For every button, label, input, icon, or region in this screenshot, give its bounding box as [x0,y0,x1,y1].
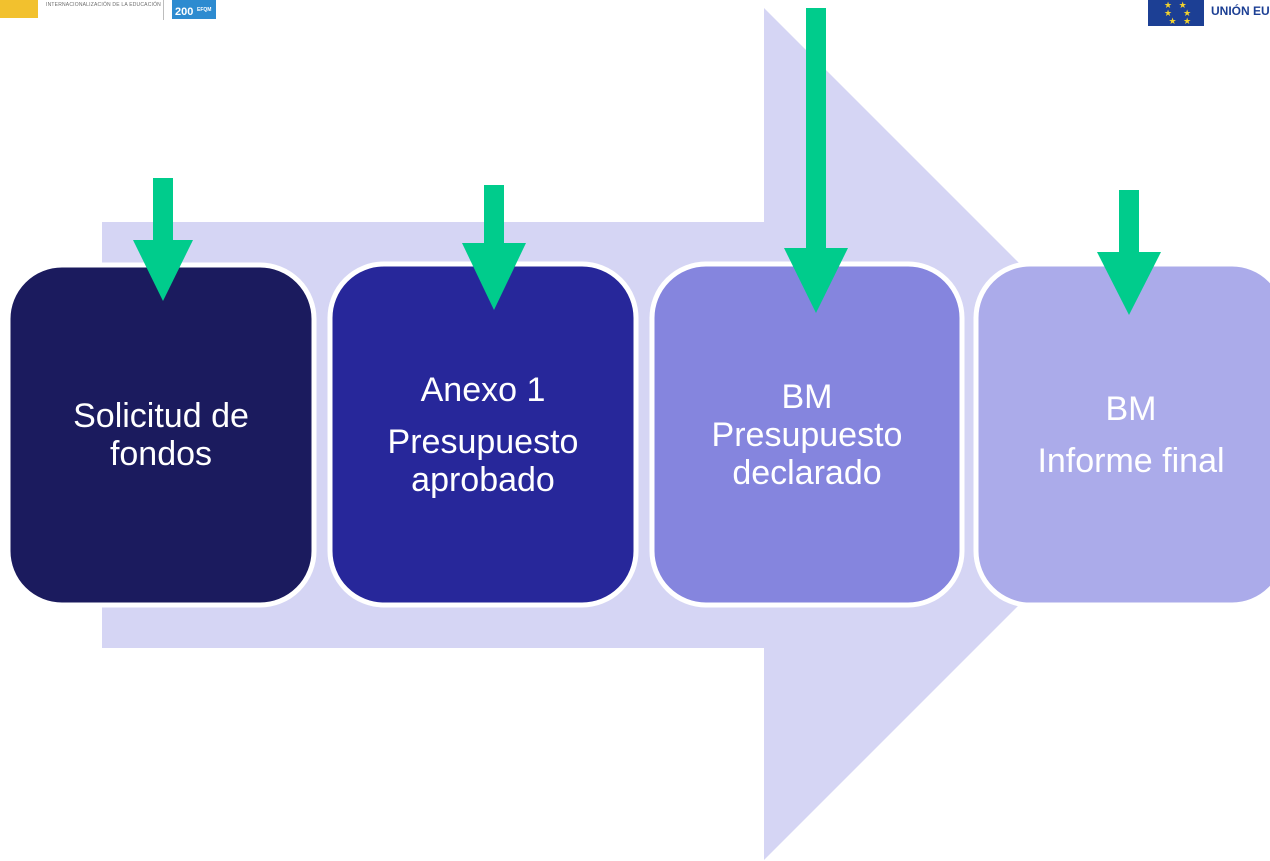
step-3-line-2: Presupuesto [711,415,903,454]
spain-flag-stripe [0,0,38,18]
down-arrow-marker-icon [133,178,193,301]
efqm-label: EFQM [197,7,212,13]
step-1-line-1: Solicitud de [73,397,249,435]
header-logo-left: INTERNACIONALIZACIÓN DE LA EDUCACIÓN 200… [0,0,240,24]
eu-label: UNIÓN EU [1211,4,1270,18]
down-arrow-marker-icon [462,185,526,310]
logo-separator [163,0,164,20]
process-flow-arrow [102,8,1190,860]
down-arrow-marker-icon [1097,190,1161,315]
step-2-line-3: aprobado [411,460,555,499]
step-2-line-1: Anexo 1 [420,370,546,409]
eu-flag-icon: ★ ★★ ★ ★ ★ [1148,0,1204,26]
header-logo-right: ★ ★★ ★ ★ ★ UNIÓN EU [1148,0,1270,26]
org-name-text: INTERNACIONALIZACIÓN DE LA EDUCACIÓN [46,2,161,8]
step-4-line-2: Informe final [1037,441,1225,480]
efqm-badge: 200 EFQM [172,0,216,19]
down-arrow-marker-icon [784,8,848,313]
step-1-line-2: fondos [109,435,213,473]
step-4-line-1: BM [1105,389,1157,428]
step-3-line-3: declarado [732,453,882,492]
step-3-line-1: BM [781,377,833,416]
step-label-4: BM Informe final [976,264,1270,605]
efqm-number: 200 [175,6,194,18]
step-2-line-2: Presupuesto [387,422,579,461]
